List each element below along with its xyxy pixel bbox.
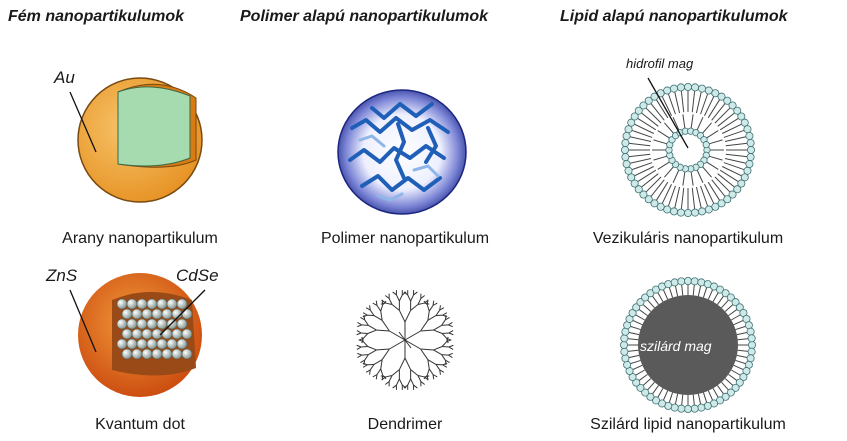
gold-nanoparticle — [70, 78, 202, 202]
label-zns: ZnS — [46, 266, 77, 286]
dendrimer — [357, 290, 454, 390]
vesicle-nanoparticle — [621, 83, 754, 216]
label-szilard-mag: szilárd mag — [640, 338, 712, 354]
caption-dendrimer: Dendrimer — [368, 416, 443, 434]
label-hidrofil-mag: hidrofil mag — [626, 56, 693, 71]
label-cdse: CdSe — [176, 266, 219, 286]
caption-vesicle: Vezikuláris nanopartikulum — [593, 230, 783, 248]
caption-polymer: Polimer nanopartikulum — [321, 230, 489, 248]
quantum-dot — [70, 273, 205, 397]
caption-quantum-dot: Kvantum dot — [95, 416, 185, 434]
caption-gold: Arany nanopartikulum — [62, 230, 218, 248]
polymer-nanoparticle — [338, 90, 466, 214]
label-au: Au — [54, 68, 75, 88]
caption-solid-lipid: Szilárd lipid nanopartikulum — [590, 416, 786, 434]
